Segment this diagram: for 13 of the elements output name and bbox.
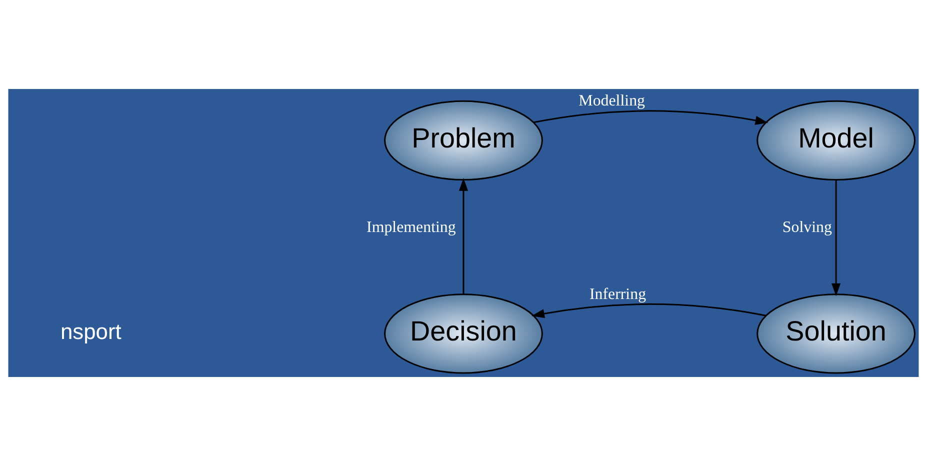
arrow <box>458 177 468 294</box>
arrow <box>534 110 768 124</box>
label: nsport <box>60 318 122 344</box>
edge-label: Inferring <box>589 285 646 302</box>
arrow <box>832 180 841 296</box>
node-ellipse: Solution <box>756 293 916 374</box>
node-ellipse: Decision <box>384 293 543 374</box>
node-ellipse: Problem <box>384 100 543 180</box>
arrow <box>532 302 766 318</box>
node-ellipse: Model <box>756 100 916 180</box>
edge-label: Solving <box>782 218 832 236</box>
edge-label: Modelling <box>578 92 646 110</box>
edge-label: Implementing <box>366 218 456 236</box>
